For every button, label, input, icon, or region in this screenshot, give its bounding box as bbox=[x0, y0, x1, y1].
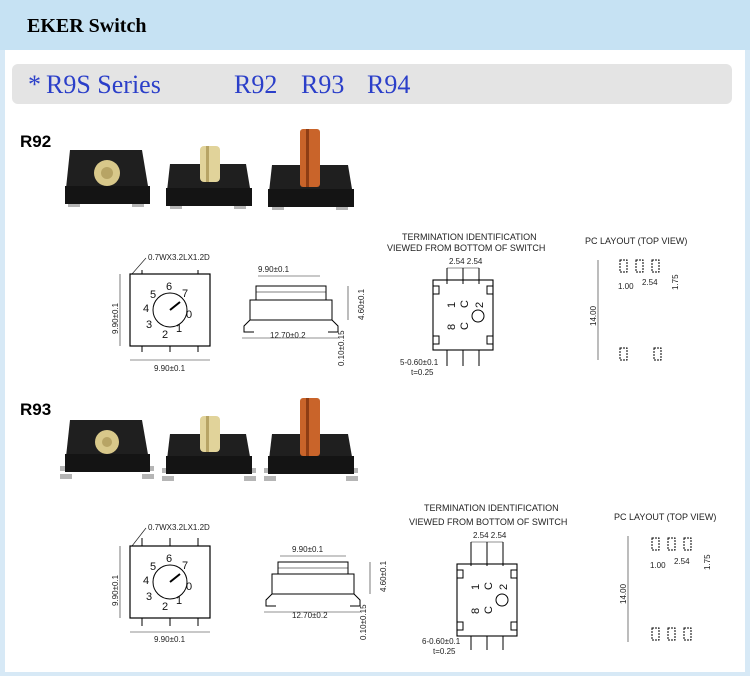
dial-digit: 1 bbox=[176, 595, 182, 607]
termination-subtitle: VIEWED FROM BOTTOM OF SWITCH bbox=[409, 517, 568, 527]
pin-label: C bbox=[459, 300, 471, 308]
side-gap-dimension: 0.10±0.15 bbox=[337, 330, 346, 366]
dial-digit: 6 bbox=[166, 553, 172, 565]
pc-layout-drawing: 14.00 1.00 2.54 1.75 bbox=[589, 259, 680, 361]
side-top-dimension: 9.90±0.1 bbox=[258, 265, 290, 274]
dial-digit: 5 bbox=[150, 561, 156, 573]
pin-label: C bbox=[483, 582, 495, 590]
product-photo-short-knob bbox=[166, 146, 252, 209]
side-height-dimension: 4.60±0.1 bbox=[357, 288, 366, 320]
series-title: R9S Series bbox=[46, 70, 161, 99]
pc-layout-title: PC LAYOUT (TOP VIEW) bbox=[614, 512, 717, 522]
pin-label: 2 bbox=[498, 584, 510, 590]
dial-digit: 2 bbox=[162, 329, 168, 341]
side-bottom-dimension: 12.70±0.2 bbox=[292, 611, 328, 620]
front-view-drawing: 0.7WX3.2LX1.2D 6 7 5 4 3 2 1 0 9.90±0.1 … bbox=[111, 523, 211, 644]
front-view-drawing: 0.7WX3.2LX1.2D 6 7 5 4 3 2 1 0 9.90±0.1 … bbox=[111, 253, 211, 373]
dial-digit: 0 bbox=[186, 581, 192, 593]
product-photo-tall-knob bbox=[264, 398, 358, 481]
model-r93: R93 bbox=[301, 70, 345, 99]
side-bottom-dimension: 12.70±0.2 bbox=[270, 331, 306, 340]
termination-title: TERMINATION IDENTIFICATION bbox=[402, 232, 537, 242]
lead-dimension: 5-0.60±0.1 bbox=[400, 358, 439, 367]
side-view-drawing: 9.90±0.1 12.70±0.2 4.60±0.1 0.10±0.15 bbox=[264, 545, 388, 640]
dial-digit: 3 bbox=[146, 591, 152, 603]
pc-pitch-dimension: 2.54 bbox=[674, 557, 690, 566]
section-label-r92: R92 bbox=[20, 132, 52, 151]
pin-label: 2 bbox=[474, 302, 486, 308]
model-r94: R94 bbox=[367, 70, 411, 99]
pin-label: 8 bbox=[446, 324, 458, 330]
section-label-r93: R93 bbox=[20, 400, 52, 419]
width-dimension: 9.90±0.1 bbox=[154, 635, 186, 644]
knob-slot-dimension: 0.7WX3.2LX1.2D bbox=[148, 523, 210, 532]
dial-arrow-icon bbox=[169, 573, 181, 583]
dial-digit: 4 bbox=[143, 575, 149, 587]
pc-pad-dimension: 1.00 bbox=[618, 282, 634, 291]
product-photo-flat bbox=[65, 150, 150, 207]
termination-drawing: 2.54 2.54 1 C 2 8 C 5-0.60±0.1 t=0.25 bbox=[400, 257, 494, 377]
side-gap-dimension: 0.10±0.15 bbox=[359, 604, 368, 640]
pin-label: C bbox=[483, 606, 495, 614]
pc-pad-dimension: 1.00 bbox=[650, 561, 666, 570]
dial-digit: 6 bbox=[166, 281, 172, 293]
pin-label: 1 bbox=[446, 302, 458, 308]
pc-height-dimension: 1.75 bbox=[703, 554, 712, 570]
pin-pitch-dimension: 2.54 2.54 bbox=[473, 531, 507, 540]
height-dimension: 9.90±0.1 bbox=[111, 302, 120, 334]
pc-span-dimension: 14.00 bbox=[589, 305, 598, 326]
series-banner bbox=[12, 64, 732, 104]
pin-label: 8 bbox=[470, 608, 482, 614]
side-height-dimension: 4.60±0.1 bbox=[379, 560, 388, 592]
pc-span-dimension: 14.00 bbox=[619, 583, 628, 604]
side-view-drawing: 9.90±0.1 12.70±0.2 4.60±0.1 0.10±0.15 bbox=[242, 265, 366, 366]
product-photo-tall-knob bbox=[268, 129, 354, 210]
thickness-dimension: t=0.25 bbox=[411, 368, 434, 377]
dial-digit: 1 bbox=[176, 323, 182, 335]
pc-pitch-dimension: 2.54 bbox=[642, 278, 658, 287]
termination-title: TERMINATION IDENTIFICATION bbox=[424, 503, 559, 513]
dial-digit: 3 bbox=[146, 319, 152, 331]
termination-subtitle: VIEWED FROM BOTTOM OF SWITCH bbox=[387, 243, 546, 253]
dial-digit: 7 bbox=[182, 288, 188, 300]
dial-digit: 5 bbox=[150, 289, 156, 301]
product-photo-flat bbox=[60, 420, 154, 479]
lead-dimension: 6-0.60±0.1 bbox=[422, 637, 461, 646]
product-photo-short-knob bbox=[162, 416, 256, 481]
dial-digit: 4 bbox=[143, 303, 149, 315]
dial-digit: 2 bbox=[162, 601, 168, 613]
pin-label: C bbox=[459, 322, 471, 330]
pin-label: 1 bbox=[470, 584, 482, 590]
header-bar bbox=[0, 0, 750, 50]
side-top-dimension: 9.90±0.1 bbox=[292, 545, 324, 554]
pc-height-dimension: 1.75 bbox=[671, 274, 680, 290]
width-dimension: 9.90±0.1 bbox=[154, 364, 186, 373]
pc-layout-drawing: 14.00 1.00 2.54 1.75 bbox=[619, 536, 712, 642]
height-dimension: 9.90±0.1 bbox=[111, 574, 120, 606]
pin-pitch-dimension: 2.54 2.54 bbox=[449, 257, 483, 266]
dial-arrow-icon bbox=[169, 301, 181, 311]
thickness-dimension: t=0.25 bbox=[433, 647, 456, 656]
brand-title: EKER Switch bbox=[27, 15, 147, 37]
dial-digit: 0 bbox=[186, 309, 192, 321]
knob-slot-dimension: 0.7WX3.2LX1.2D bbox=[148, 253, 210, 262]
dial-digit: 7 bbox=[182, 560, 188, 572]
series-star: * bbox=[28, 70, 41, 99]
termination-drawing: 2.54 2.54 1 C 2 8 C 6-0.60±0.1 t=0.25 bbox=[422, 531, 518, 656]
model-r92: R92 bbox=[234, 70, 278, 99]
pc-layout-title: PC LAYOUT (TOP VIEW) bbox=[585, 236, 688, 246]
